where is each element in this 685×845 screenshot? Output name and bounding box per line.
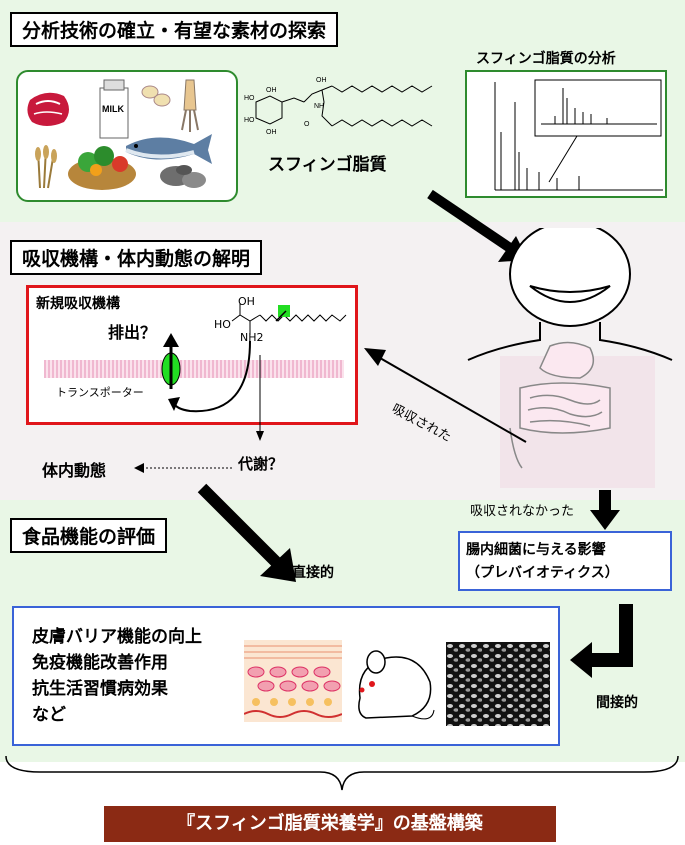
kinetics-arrow	[134, 463, 232, 473]
svg-text:NH: NH	[314, 103, 324, 110]
summary-brace	[5, 755, 679, 791]
ms-spectrum-chart	[494, 79, 663, 191]
indirect-label: 間接的	[596, 695, 638, 711]
bacteria-icon	[446, 642, 550, 726]
svg-text:OH: OH	[266, 87, 277, 94]
meat-icon	[27, 92, 69, 126]
effect-item-2: 抗生活習慣病効果	[32, 679, 168, 699]
direct-arrow	[197, 483, 296, 582]
effect-item-3: など	[32, 705, 66, 725]
excretion-label: 排出？	[108, 323, 157, 342]
section-title-function: 食品機能の評価	[10, 518, 168, 553]
ho-label: HO	[214, 318, 231, 331]
absorbed-arrow	[364, 348, 527, 443]
mouse-icon	[358, 650, 435, 720]
section-title-absorption: 吸収機構・体内動態の解明	[10, 240, 263, 275]
not-absorbed-label: 吸収されなかった	[470, 504, 575, 519]
sphingolipid-structure: HO OH HO OH OH NH O	[244, 77, 433, 136]
sphingolipid-label: スフィンゴ脂質	[268, 155, 387, 175]
metabolism-label: 代謝？	[238, 455, 284, 473]
effect-item-0: 皮膚バリア機能の向上	[32, 627, 202, 647]
squid-icon	[181, 79, 199, 132]
mechanism-title: 新規吸収機構	[36, 296, 120, 312]
milk-icon: MILK	[99, 79, 129, 139]
analysis-panel-title: スフィンゴ脂質の分析	[476, 51, 616, 67]
conclusion-text: 『スフィンゴ脂質栄養学』の基盤構築	[177, 813, 483, 834]
mechanism-diagram	[161, 303, 347, 441]
svg-text:O: O	[304, 121, 310, 128]
transporter-label: トランスポーター	[56, 386, 144, 399]
not-absorbed-arrow	[590, 490, 620, 530]
bacteria-line2: （プレバイオティクス）	[466, 565, 619, 581]
mechanism-box	[26, 285, 358, 425]
direct-label: 直接的	[292, 565, 334, 581]
svg-text:HO: HO	[244, 117, 255, 124]
svg-text:HO: HO	[244, 95, 255, 102]
skin-icon	[244, 640, 342, 722]
fish-icon	[125, 134, 212, 164]
oh-label: OH	[238, 295, 255, 308]
effect-item-1: 免疫機能改善作用	[32, 653, 168, 673]
bacteria-line1: 腸内細菌に与える影響	[466, 542, 606, 558]
nh2-label: NH2	[240, 331, 264, 344]
vegetables-icon	[68, 146, 136, 190]
shellfish-icon	[160, 165, 206, 188]
membrane	[44, 360, 344, 378]
section-title-analysis: 分析技術の確立・有望な素材の探索	[10, 12, 339, 47]
svg-text:OH: OH	[266, 129, 277, 136]
kinetics-label: 体内動態	[42, 461, 107, 480]
svg-text:OH: OH	[316, 77, 327, 84]
svg-text:MILK: MILK	[102, 104, 124, 114]
conclusion-banner	[104, 806, 556, 842]
bacteria-box	[458, 531, 672, 591]
beans-icon	[141, 85, 171, 107]
food-icons: MILK	[27, 79, 212, 190]
indirect-arrow	[570, 604, 633, 678]
human-icon	[467, 228, 673, 488]
wheat-icon	[35, 145, 57, 189]
